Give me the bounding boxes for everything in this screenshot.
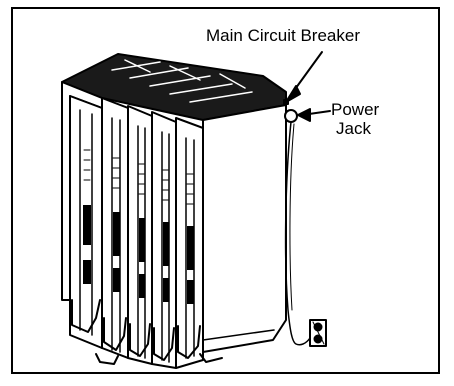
cabinet-top	[61, 53, 287, 121]
module-cards	[69, 95, 204, 369]
main-circuit-breaker-label: Main Circuit Breaker	[206, 26, 360, 45]
power-jack-label-line1: Power	[331, 100, 380, 119]
wall-outlet	[309, 319, 327, 347]
power-jack-label-line2: Jack	[336, 119, 371, 138]
cabinet-side-panel	[202, 104, 287, 353]
power-jack	[284, 109, 298, 123]
breaker-arrow	[283, 51, 323, 105]
breaker-switch	[283, 99, 289, 105]
power-jack-arrow	[297, 108, 331, 122]
power-cord	[284, 121, 311, 346]
